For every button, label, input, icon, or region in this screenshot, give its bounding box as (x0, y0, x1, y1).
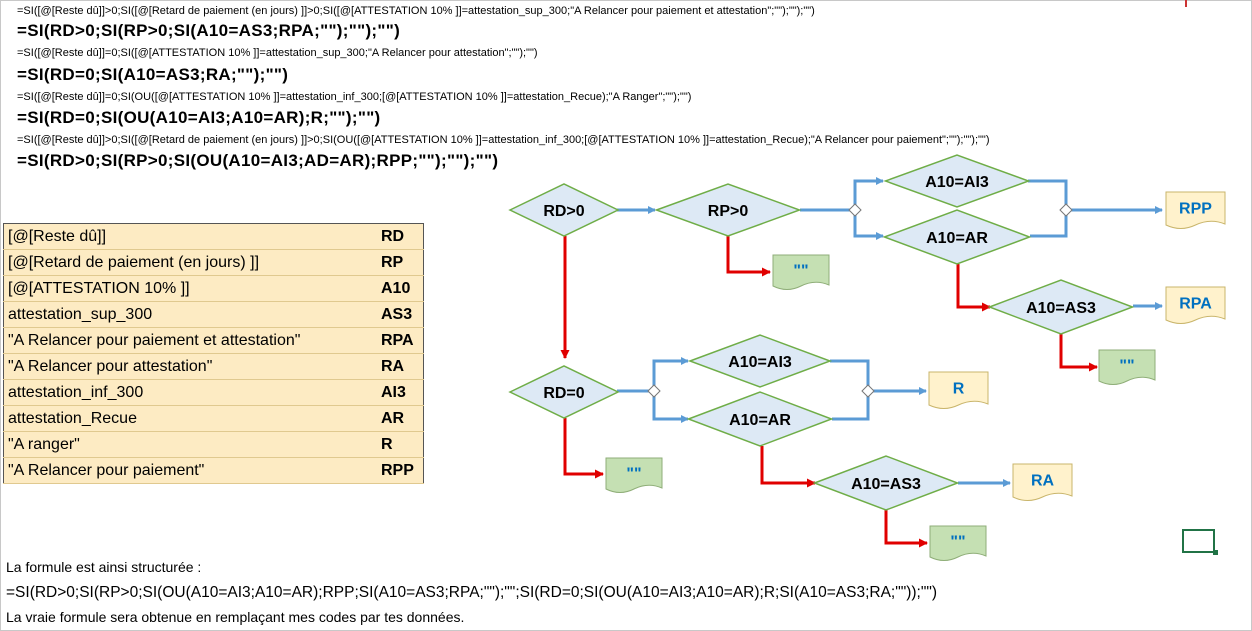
decision-label: A10=AI3 (728, 354, 792, 371)
merge-node (848, 203, 862, 217)
legend-label: [@[Reste dû]] (3, 223, 377, 250)
fill-handle[interactable] (1213, 550, 1218, 555)
yes-connector (652, 391, 689, 423)
decision-node: A10=AS3 (812, 455, 960, 511)
legend-code: RA (377, 353, 424, 380)
legend-code: AI3 (377, 379, 424, 406)
footer-intro: La formule est ainsi structurée : (6, 559, 202, 575)
decision-node: RD>0 (508, 183, 620, 237)
footer-note: La vraie formule sera obtenue en remplaç… (6, 609, 465, 625)
decision-node: A10=AS3 (987, 279, 1135, 335)
legend-label: [@[ATTESTATION 10% ]] (3, 275, 377, 302)
yes-connector (830, 359, 870, 391)
result-box-ra-label: RA (1031, 473, 1055, 490)
legend-code: AS3 (377, 301, 424, 328)
decision-node: A10=AR (882, 209, 1032, 265)
legend-code: AR (377, 405, 424, 432)
legend-row: "A Relancer pour attestation"RA (3, 353, 424, 380)
legend-code: R (377, 431, 424, 458)
legend-label: [@[Retard de paiement (en jours) ]] (3, 249, 377, 276)
no-connector (563, 418, 604, 479)
result-box-r: R (928, 371, 989, 409)
legend-label: "A ranger" (3, 431, 377, 458)
formula-code-1: =SI(RD>0;SI(RP>0;SI(A10=AS3;RPA;"");"");… (17, 21, 401, 40)
empty-box: "" (772, 254, 830, 290)
result-box-rpp-label: RPP (1179, 201, 1212, 218)
legend-row: [@[ATTESTATION 10% ]]A10 (3, 275, 424, 302)
decision-label: RP>0 (708, 203, 749, 220)
decision-label: A10=AI3 (925, 174, 989, 191)
legend-label: attestation_sup_300 (3, 301, 377, 328)
no-connector (726, 236, 771, 277)
result-box-rpa: RPA (1165, 286, 1226, 324)
legend-code: RP (377, 249, 424, 276)
code-legend-table: [@[Reste dû]]RD[@[Retard de paiement (en… (3, 223, 424, 484)
formula-line-4: =SI([@[Reste dû]]>0;SI([@[Retard de paie… (17, 134, 990, 146)
yes-connector (853, 177, 884, 210)
merge-node (1059, 203, 1073, 217)
formula-code-3: =SI(RD=0;SI(OU(A10=AI3;A10=AR);R;"");"") (17, 108, 381, 127)
cell-selection[interactable] (1182, 529, 1215, 553)
legend-label: attestation_inf_300 (3, 379, 377, 406)
corner-mark (1185, 0, 1187, 7)
legend-label: attestation_Recue (3, 405, 377, 432)
legend-code: A10 (377, 275, 424, 302)
legend-row: [@[Retard de paiement (en jours) ]]RP (3, 249, 424, 276)
result-box-ra: RA (1012, 463, 1073, 501)
formula-line-1: =SI([@[Reste dû]]>0;SI([@[Retard de paie… (17, 5, 815, 17)
decision-node: A10=AI3 (687, 334, 833, 388)
formula-code-4: =SI(RD>0;SI(RP>0;SI(OU(A10=AI3;AD=AR);RP… (17, 151, 499, 170)
no-connector (956, 264, 991, 312)
legend-label: "A Relancer pour paiement" (3, 457, 377, 484)
yes-connector (853, 210, 884, 240)
empty-box-label: "" (950, 534, 965, 551)
decision-label: A10=AR (926, 230, 988, 247)
yes-connector (1030, 210, 1068, 238)
empty-box-label: "" (793, 263, 808, 280)
footer-formula: =SI(RD>0;SI(RP>0;SI(OU(A10=AI3;A10=AR);R… (6, 584, 938, 601)
no-connector (1059, 333, 1098, 372)
decision-node: RP>0 (654, 183, 802, 237)
formula-line-3: =SI([@[Reste dû]]=0;SI(OU([@[ATTESTATION… (17, 91, 692, 103)
yes-connector (832, 391, 870, 421)
empty-box: "" (605, 457, 663, 493)
decision-label: A10=AS3 (1026, 300, 1096, 317)
empty-box: "" (1098, 349, 1156, 385)
merge-node (647, 384, 661, 398)
result-box-r-label: R (953, 381, 965, 398)
formula-code-2: =SI(RD=0;SI(A10=AS3;RA;"");"") (17, 65, 289, 84)
legend-row: [@[Reste dû]]RD (3, 223, 424, 250)
decision-node: A10=AR (686, 391, 834, 447)
legend-row: "A Relancer pour paiement"RPP (3, 457, 424, 484)
result-box-rpp: RPP (1165, 191, 1226, 229)
formula-line-2: =SI([@[Reste dû]]=0;SI([@[ATTESTATION 10… (17, 47, 538, 59)
yes-connector (1028, 179, 1068, 210)
decision-node: A10=AI3 (883, 154, 1031, 208)
empty-box: "" (929, 525, 987, 561)
decision-label: A10=AR (729, 412, 791, 429)
empty-box-label: "" (626, 466, 641, 483)
legend-label: "A Relancer pour paiement et attestation… (3, 327, 377, 354)
decision-label: RD>0 (543, 203, 584, 220)
legend-row: "A ranger"R (3, 431, 424, 458)
empty-box-label: "" (1119, 358, 1134, 375)
legend-code: RD (377, 223, 424, 250)
decision-label: RD=0 (543, 385, 584, 402)
no-connector (760, 446, 816, 488)
legend-code: RPP (377, 457, 424, 484)
decision-node: RD=0 (508, 365, 620, 419)
decision-label: A10=AS3 (851, 476, 921, 493)
merge-node (861, 384, 875, 398)
result-box-rpa-label: RPA (1179, 296, 1212, 313)
legend-code: RPA (377, 327, 424, 354)
legend-row: "A Relancer pour paiement et attestation… (3, 327, 424, 354)
no-connector (884, 510, 928, 548)
yes-connector (652, 357, 689, 391)
legend-label: "A Relancer pour attestation" (3, 353, 377, 380)
